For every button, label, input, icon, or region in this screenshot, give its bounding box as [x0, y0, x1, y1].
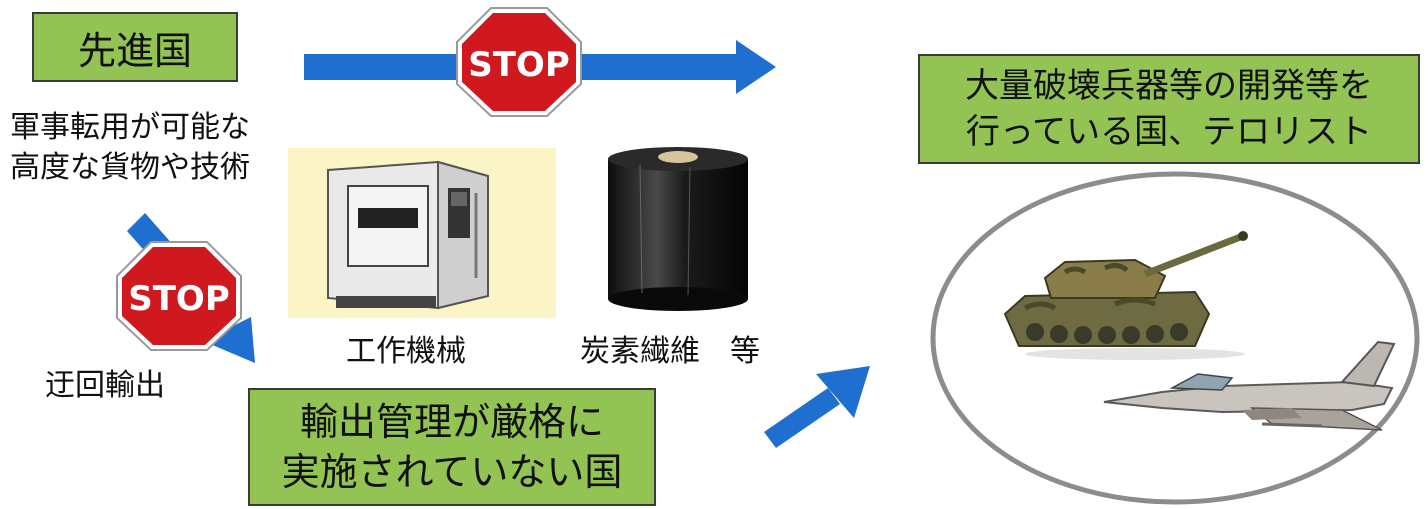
detour-export-label: 迂回輸出	[45, 368, 165, 403]
tank-icon	[1003, 231, 1248, 360]
stop-sign-top-text: STOP	[468, 45, 570, 85]
export-to-target-arrow	[764, 366, 870, 448]
wmd-line2: 行っている国、テロリスト	[965, 112, 1373, 152]
fighter-jet-icon	[1103, 340, 1396, 431]
wmd-country-box: 大量破壊兵器等の開発等を 行っている国、テロリスト	[918, 54, 1420, 164]
military-description: 軍事転用が可能な 高度な貨物や技術	[10, 108, 250, 188]
military-description-line1: 軍事転用が可能な	[10, 110, 250, 145]
carbon-fiber-label: 炭素繊維 等	[580, 334, 760, 369]
machine-tool-icon	[288, 148, 556, 318]
carbon-fiber-spool-icon	[608, 147, 748, 311]
stop-sign-top: STOP	[456, 7, 582, 117]
lax-export-line2: 実施されていない国	[281, 450, 623, 494]
lax-export-control-country-box: 輸出管理が厳格に 実施されていない国	[248, 388, 656, 506]
stop-sign-detour-text: STOP	[128, 279, 230, 319]
advanced-country-text: 先進国	[77, 28, 192, 73]
stop-sign-detour: STOP	[116, 241, 242, 351]
wmd-line1: 大量破壊兵器等の開発等を	[965, 66, 1373, 106]
advanced-country-label: 先進国	[32, 12, 238, 82]
military-description-line2: 高度な貨物や技術	[10, 150, 250, 185]
lax-export-line1: 輸出管理が厳格に	[299, 400, 604, 444]
machine-tools-label: 工作機械	[346, 334, 466, 369]
